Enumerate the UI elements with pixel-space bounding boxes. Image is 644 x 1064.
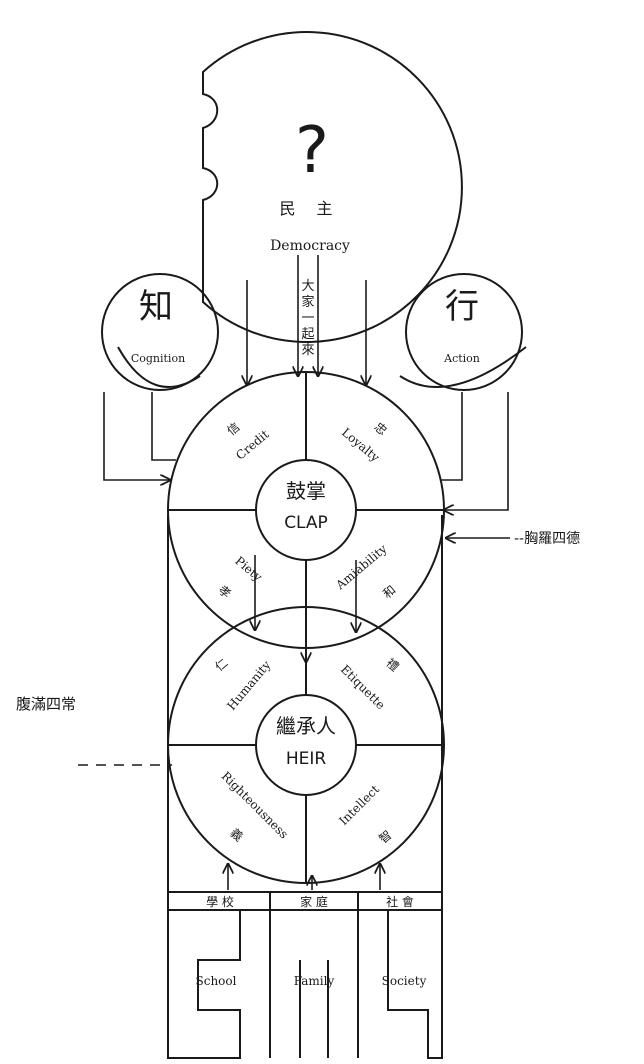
cognition-label-en: Cognition	[131, 352, 185, 365]
chest-side-label: --胸羅四德	[514, 531, 580, 547]
arrow-cognition-in	[103, 392, 170, 480]
democracy-label-en: Democracy	[270, 238, 350, 254]
chest-center-en: CLAP	[284, 513, 328, 533]
belly-intellect-cn: 智	[376, 827, 395, 846]
belly-humanity-cn: 仁	[212, 656, 230, 674]
chest-inner-circle	[255, 459, 357, 561]
belly-humanity-en: Humanity	[224, 658, 273, 713]
belly-center-en: HEIR	[286, 749, 327, 769]
society-label-cn: 社 會	[386, 894, 414, 909]
chest-piety-cn: 孝	[215, 583, 233, 601]
society-label-en: Society	[382, 974, 427, 988]
arrow-cognition-in-2	[151, 392, 176, 461]
family-leg	[269, 910, 359, 1058]
society-leg	[387, 910, 443, 1059]
question-mark: ?	[295, 114, 329, 188]
cognition-label-cn: 知	[139, 287, 173, 327]
belly-side-label: 腹滿四常	[16, 695, 76, 713]
action-orb-base	[399, 346, 527, 388]
action-label-cn: 行	[445, 287, 479, 327]
vertical-text-1: 大	[301, 279, 314, 294]
belly-inner-circle	[255, 694, 357, 796]
family-label-cn: 家 庭	[300, 894, 328, 909]
democracy-label-cn: 民 主	[279, 199, 340, 218]
action-orb-top	[405, 273, 523, 391]
vertical-text-2: 家	[301, 294, 314, 310]
cognition-orb-top	[101, 273, 219, 391]
chest-credit-cn: 信	[224, 420, 242, 438]
belly-center-cn: 繼承人	[276, 714, 336, 738]
chest-piety-en: Piety	[232, 554, 265, 585]
chest-loyalty-cn: 忠	[371, 420, 389, 438]
belly-etiquette-cn: 禮	[383, 656, 401, 674]
school-label-cn: 學 校	[206, 894, 234, 909]
school-leg	[167, 910, 241, 1059]
vertical-text-4: 起	[301, 327, 314, 342]
vertical-text-5: 來	[301, 343, 314, 358]
chest-amiability-cn: 和	[380, 583, 398, 601]
arrow-action-in	[444, 392, 509, 510]
belly-righteousness-cn: 義	[227, 825, 246, 844]
belly-righteousness-en: Righteousness	[219, 769, 291, 841]
belly-intellect-en: Intellect	[336, 782, 382, 828]
chest-amiability-en: Amiability	[332, 542, 389, 593]
vertical-text-3: 一	[301, 311, 314, 326]
head-circle	[202, 31, 463, 343]
chest-center-cn: 鼓掌	[286, 479, 326, 503]
action-label-en: Action	[443, 352, 480, 365]
family-label-en: Family	[294, 974, 335, 988]
school-label-en: School	[196, 974, 237, 988]
arrow-action-in-2	[440, 392, 463, 481]
belly-etiquette-en: Etiquette	[338, 662, 388, 712]
